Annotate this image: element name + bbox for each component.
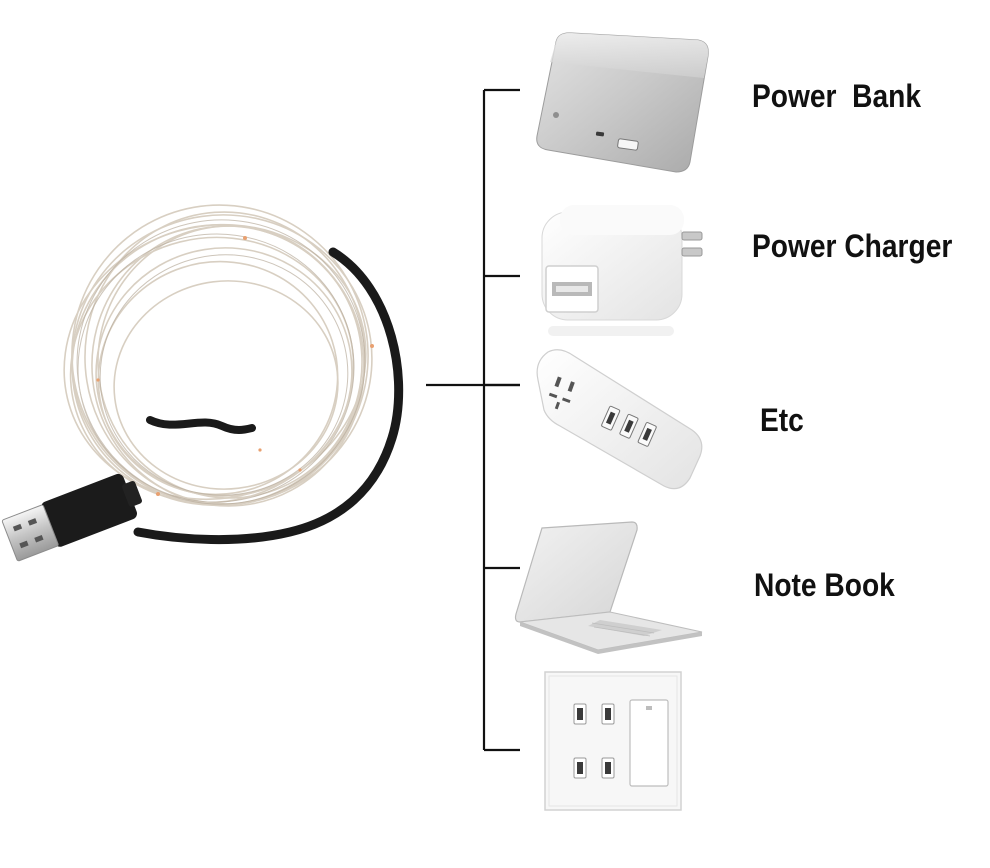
label-power-bank: Power Bank (752, 78, 922, 114)
power-strip-icon (536, 349, 703, 490)
label-note-book: Note Book (754, 567, 895, 603)
usb-wall-charger-icon (541, 205, 703, 336)
usb-fairy-string-light-icon (1, 204, 404, 562)
power-bank-icon (536, 32, 709, 173)
connector-lines (426, 88, 520, 752)
laptop-icon (514, 521, 703, 654)
label-etc: Etc (760, 402, 804, 438)
label-power-charger: Power Charger (752, 228, 953, 264)
usb-wall-socket-icon (544, 671, 682, 811)
